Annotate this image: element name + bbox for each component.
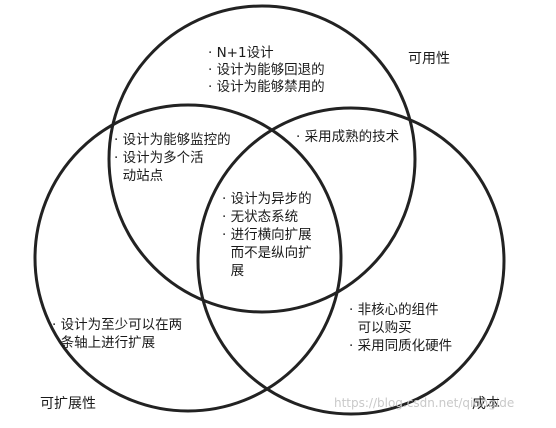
list-item: · 进行横向扩展 xyxy=(222,227,312,243)
list-item: · 采用成熟的技术 xyxy=(296,129,400,145)
list-item: · N+1设计 xyxy=(208,45,274,61)
list-item: · 设计为能够回退的 xyxy=(208,62,325,78)
list-item: · 非核心的组件 xyxy=(349,302,439,318)
availability-circle xyxy=(107,4,417,314)
availability-label: 可用性 xyxy=(408,51,450,67)
list-item: · 设计为至少可以在两 xyxy=(52,317,183,333)
list-item: 条轴上进行扩展 xyxy=(52,335,156,351)
list-item: · 采用同质化硬件 xyxy=(349,338,453,354)
list-item: · 设计为能够监控的 xyxy=(114,132,231,148)
scalability-label: 可扩展性 xyxy=(40,396,96,412)
list-item: · 无状态系统 xyxy=(222,209,299,225)
cost-label: 成本 xyxy=(472,396,500,412)
list-item: · 设计为能够禁用的 xyxy=(208,79,325,95)
list-item: 而不是纵向扩 xyxy=(222,245,312,261)
list-item: · 设计为异步的 xyxy=(222,191,312,207)
list-item: 可以购买 xyxy=(349,320,412,336)
watermark: https://blog.csdn.net/qiongide xyxy=(334,396,515,410)
cost-circle xyxy=(196,106,506,416)
scalability-circle xyxy=(33,103,343,413)
list-item: · 设计为多个活 xyxy=(114,150,204,166)
list-item: 动站点 xyxy=(114,168,164,184)
list-item: 展 xyxy=(222,263,245,279)
